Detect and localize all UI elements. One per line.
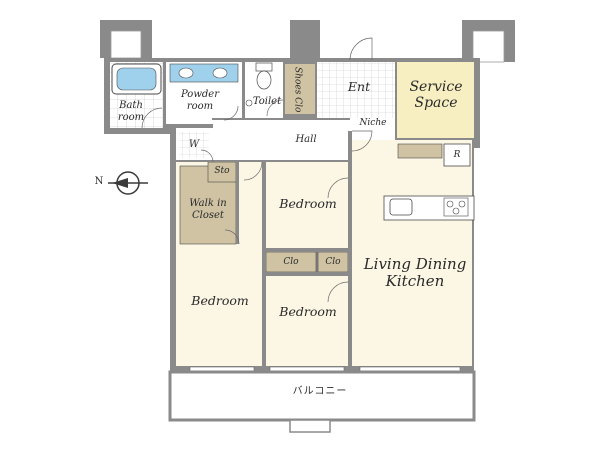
compass-icon — [108, 171, 148, 195]
toilet-sink-icon — [245, 99, 253, 107]
label-hall: Hall — [295, 134, 317, 145]
counter-shelf — [397, 143, 443, 159]
shoes-closet-floor — [285, 64, 315, 114]
top-right-column — [462, 20, 515, 63]
label-clo-right: Clo — [325, 257, 341, 267]
label-bedroom-top: Bedroom — [279, 196, 337, 211]
label-niche: Niche — [359, 118, 387, 128]
label-sto: Sto — [214, 166, 230, 176]
stove-icon — [443, 197, 469, 217]
label-bedroom-middle: Bedroom — [279, 304, 337, 319]
service-space-floor — [397, 62, 474, 138]
washer-space — [179, 132, 209, 158]
label-toilet: Toilet — [252, 96, 282, 107]
label-w: W — [188, 139, 200, 150]
label-r: R — [453, 150, 461, 160]
washbasin-icon — [169, 63, 239, 83]
balcony — [168, 370, 476, 433]
bedroom-top-floor — [266, 162, 348, 248]
interior-walls — [163, 58, 474, 368]
r-storage — [443, 143, 471, 167]
entrance-floor — [317, 62, 395, 118]
label-clo-left: Clo — [283, 257, 299, 267]
bathtub-icon — [111, 63, 162, 95]
ldk-floor — [352, 140, 472, 366]
top-middle-column — [290, 20, 320, 60]
top-left-column — [100, 20, 152, 59]
windows-bottom — [189, 366, 461, 372]
door-swings — [141, 37, 373, 303]
label-service-space: Service Space — [409, 79, 463, 112]
label-bath-room: Bath room — [117, 100, 145, 123]
label-living-dining-kitchen: Living Dining Kitchen — [363, 255, 467, 291]
toilet-icon — [255, 62, 273, 90]
label-compass-n: N — [94, 176, 104, 187]
label-powder-room: Powder room — [180, 89, 219, 112]
label-balcony: バルコニー — [292, 386, 348, 397]
label-shoes-clo: Shoes Clo — [292, 67, 303, 113]
label-bedroom-left: Bedroom — [191, 293, 249, 308]
label-ent: Ent — [347, 79, 371, 94]
niche-floor — [350, 118, 396, 131]
label-walk-in-closet: Walk in Closet — [189, 198, 227, 221]
bedroom-middle-floor — [266, 276, 348, 366]
